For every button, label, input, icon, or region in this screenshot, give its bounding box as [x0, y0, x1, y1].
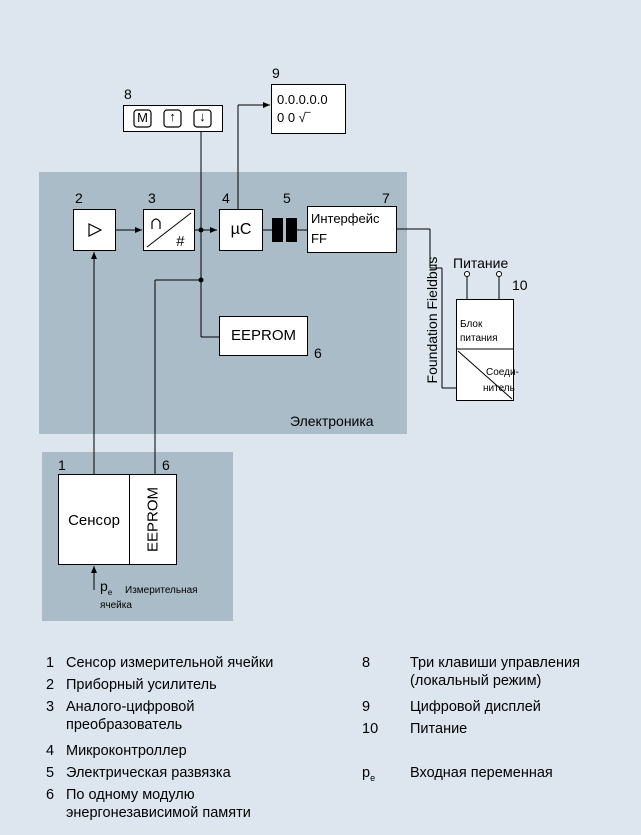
adc-symbol-icon: # [146, 212, 192, 250]
key-m-label: M [137, 110, 148, 125]
sensor-label: Сенсор [68, 512, 120, 529]
measuring-cell-label-1: Измерительная [125, 585, 198, 596]
label-number-4: 4 [222, 190, 230, 206]
label-number-10: 10 [512, 277, 528, 293]
pe-symbol: pe [100, 578, 113, 597]
label-number-9: 9 [272, 65, 280, 81]
interface-ff-block [307, 206, 397, 253]
electronics-region-label: Электроника [290, 413, 374, 429]
label-number-7: 7 [382, 190, 390, 206]
label-number-8: 8 [124, 86, 132, 102]
keys-glyphs [133, 109, 212, 128]
label-number-1: 1 [58, 457, 66, 473]
galvanic-isolation-icon [262, 218, 308, 242]
label-number-2: 2 [75, 190, 83, 206]
power-supply-label-1: Блок [460, 319, 483, 330]
connector-label-1: Соеди- [486, 367, 519, 378]
key-down-icon [193, 109, 212, 128]
power-supply-label-2: питания [460, 333, 498, 344]
measuring-cell-label-2: ячейка [100, 600, 132, 611]
interface-label-1: Интерфейс [311, 211, 380, 226]
microcontroller-label: µC [230, 221, 252, 238]
interface-label-2: FF [311, 231, 327, 246]
label-number-3: 3 [148, 190, 156, 206]
cell-eeprom-block [129, 474, 177, 565]
digital-display [271, 84, 346, 134]
cell-eeprom-label: EEPROM [144, 487, 162, 553]
power-supply-block [456, 299, 514, 401]
display-line-2: 0 0 √‾ [277, 110, 311, 125]
label-number-6: 6 [314, 345, 322, 361]
power-label: Питание [453, 255, 509, 271]
key-m-icon [133, 109, 152, 128]
fieldbus-label: Foundation Fieldbus [424, 256, 440, 384]
key-up-label: ↑ [169, 109, 176, 124]
eeprom-label: EEPROM [230, 327, 296, 344]
connector-section [456, 348, 514, 400]
amplifier-triangle-icon [88, 223, 102, 237]
key-down-label: ↓ [199, 109, 206, 124]
eeprom-block [219, 316, 308, 356]
label-number-6-cell: 6 [162, 457, 170, 473]
display-line-1: 0.0.0.0.0 [277, 92, 328, 107]
connector-label-2: нитель [483, 383, 515, 394]
key-up-icon [163, 109, 182, 128]
label-number-5: 5 [283, 190, 291, 206]
svg-text:#: # [176, 233, 185, 250]
sensor-block [58, 474, 130, 565]
amplifier-block [73, 209, 116, 251]
